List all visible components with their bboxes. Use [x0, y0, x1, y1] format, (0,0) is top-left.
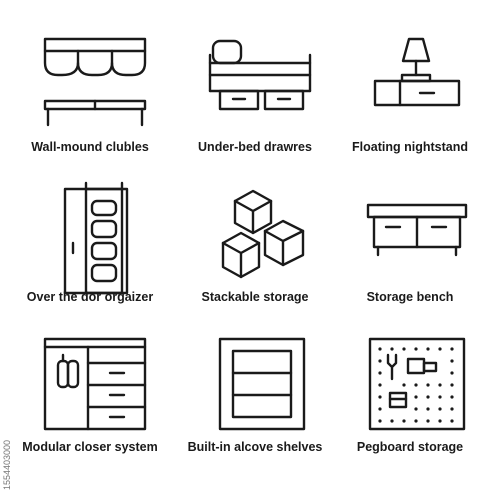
- grid-item-door-organizer: Over the dor orgaizer: [10, 165, 170, 315]
- grid-item-alcove-shelves: Built-in alcove shelves: [175, 315, 335, 465]
- pegboard-icon: [368, 337, 466, 431]
- storage-bench-icon: [366, 203, 468, 257]
- floating-nightstand-icon: [373, 37, 461, 107]
- grid-item-under-bed-drawers: Under-bed drawres: [175, 15, 335, 165]
- wall-cubbies-icon: [43, 37, 147, 127]
- grid-item-modular-closet: Modular closer system: [10, 315, 170, 465]
- pegboard-holes: [378, 347, 454, 423]
- grid-item-pegboard: Pegboard storage: [330, 315, 490, 465]
- stock-image-code: 1554403000: [2, 439, 12, 490]
- item-label: Storage bench: [366, 290, 454, 304]
- item-label: Pegboard storage: [356, 440, 464, 454]
- under-bed-drawers-icon: [208, 39, 312, 111]
- grid-item-wall-cubbies: Wall-mound clubles: [10, 15, 170, 165]
- modular-closet-icon: [43, 337, 147, 431]
- grid-item-storage-bench: Storage bench: [330, 165, 490, 315]
- stackable-boxes-icon: [221, 189, 305, 279]
- item-label: Stackable storage: [201, 290, 309, 304]
- item-label: Under-bed drawres: [198, 140, 312, 154]
- grid-item-floating-nightstand: Floating nightstand: [330, 15, 490, 165]
- item-label: Modular closer system: [22, 440, 158, 454]
- item-label: Floating nightstand: [352, 140, 468, 154]
- item-label: Built-in alcove shelves: [187, 440, 323, 454]
- grid-item-stackable-storage: Stackable storage: [175, 165, 335, 315]
- item-label: Over the dor orgaizer: [26, 290, 154, 304]
- alcove-shelves-icon: [218, 337, 306, 431]
- door-organizer-icon: [63, 181, 129, 295]
- item-label: Wall-mound clubles: [31, 140, 149, 154]
